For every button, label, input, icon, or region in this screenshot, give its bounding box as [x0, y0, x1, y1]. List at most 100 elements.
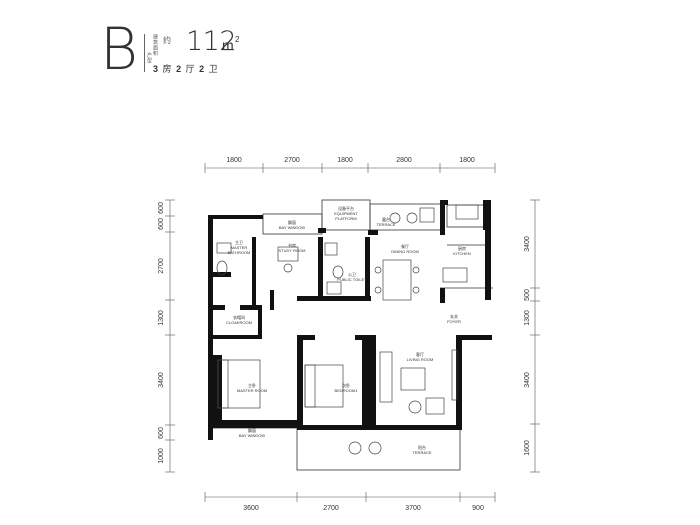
dim-left-4: 1300 — [158, 310, 165, 326]
dim-right-5: 1600 — [524, 440, 531, 456]
svg-text:TERRACE: TERRACE — [376, 222, 395, 227]
svg-text:设备平台: 设备平台 — [338, 205, 354, 211]
room-labels: 主卫 MASTER BATHROOM 书房 STUDY ROOM 飘窗 BAY … — [226, 205, 471, 455]
svg-text:厨房: 厨房 — [458, 245, 466, 251]
toilet-public — [332, 265, 344, 279]
bedroom-label: 房 — [162, 64, 173, 74]
desk — [277, 246, 299, 262]
svg-text:DINING ROOM: DINING ROOM — [391, 249, 419, 254]
area-unit-superscript: 2 — [235, 35, 240, 44]
living-label: 厅 — [185, 64, 196, 74]
label-bedroom: 次卧 BEDROOM1 — [335, 382, 359, 393]
dim-bottom-2: 2700 — [323, 505, 339, 512]
svg-text:餐厅: 餐厅 — [401, 243, 409, 249]
svg-text:EQUIPMENT: EQUIPMENT — [334, 211, 358, 216]
svg-text:飘窗: 飘窗 — [248, 427, 256, 433]
svg-text:公卫: 公卫 — [348, 272, 356, 277]
svg-text:CLOAKROOM: CLOAKROOM — [226, 320, 252, 325]
dim-left-7: 1000 — [158, 448, 165, 464]
bedroom-bed — [304, 364, 344, 408]
label-bay-window-top: 飘窗 BAY WINDOW — [279, 219, 306, 230]
svg-text:MASTER ROOM: MASTER ROOM — [237, 388, 267, 393]
toilet-master — [216, 260, 228, 276]
label-foyer: 玄关 FOYER — [447, 313, 461, 324]
sink — [216, 242, 232, 254]
dim-top-5: 1800 — [459, 157, 475, 164]
dim-top-3: 1800 — [337, 157, 353, 164]
unit-letter: B — [100, 15, 138, 83]
dim-left-3: 2700 — [158, 258, 165, 274]
svg-text:STUDY ROOM: STUDY ROOM — [278, 248, 305, 253]
label-terrace-top: 露台 TERRACE — [376, 216, 395, 227]
dimension-labels: 1800 2700 1800 2800 1800 3600 2700 3700 … — [226, 157, 484, 512]
dim-left-6: 600 — [158, 427, 165, 439]
label-equipment-platform: 设备平台 EQUIPMENT PLATFORM — [334, 205, 358, 221]
svg-text:LIVING ROOM: LIVING ROOM — [407, 357, 434, 362]
dim-top-2: 2700 — [284, 157, 300, 164]
label-master-bathroom: 主卫 MASTER BATHROOM — [228, 239, 251, 255]
svg-text:KITCHEN: KITCHEN — [453, 251, 471, 256]
dimension-labels-right: 3400 500 1300 3400 1600 — [524, 236, 531, 456]
svg-text:阳台: 阳台 — [418, 444, 426, 450]
svg-text:客厅: 客厅 — [416, 351, 424, 357]
area-value: 112 — [186, 26, 237, 57]
svg-text:主卧: 主卧 — [248, 382, 256, 388]
svg-text:书房: 书房 — [288, 242, 296, 248]
dim-right-1: 3400 — [524, 236, 531, 252]
header-divider — [144, 34, 145, 72]
svg-text:MASTER: MASTER — [231, 245, 248, 250]
dim-left-2: 600 — [158, 218, 165, 230]
dining-table — [382, 259, 412, 301]
svg-text:玄关: 玄关 — [450, 313, 458, 319]
svg-text:BAY WINDOW: BAY WINDOW — [239, 433, 266, 438]
bath-label: 卫 — [208, 64, 219, 74]
svg-text:BATHROOM: BATHROOM — [228, 250, 251, 255]
bath-count: 2 — [199, 64, 206, 74]
label-kitchen: 厨房 KITCHEN — [453, 245, 471, 256]
label-study-room: 书房 STUDY ROOM — [278, 242, 305, 253]
svg-text:BAY WINDOW: BAY WINDOW — [279, 225, 306, 230]
layout-summary: 3 房 2 厅 2 卫 — [153, 62, 219, 75]
area-unit: m — [222, 37, 234, 53]
dim-right-4: 3400 — [524, 372, 531, 388]
svg-text:FOYER: FOYER — [447, 319, 461, 324]
dim-bottom-3: 3700 — [405, 505, 421, 512]
walls — [208, 200, 492, 440]
svg-text:BEDROOM1: BEDROOM1 — [335, 388, 359, 393]
label-dining-room: 餐厅 DINING ROOM — [391, 243, 419, 254]
area-label: 建筑面积 — [152, 34, 158, 56]
svg-text:次卧: 次卧 — [342, 382, 350, 388]
dim-bottom-1: 3600 — [243, 505, 259, 512]
dim-left-1: 600 — [158, 202, 165, 214]
dimension-lines — [165, 163, 540, 502]
chair — [283, 263, 293, 273]
label-bay-window-bottom: 飘窗 BAY WINDOW — [239, 427, 266, 438]
svg-text:露台: 露台 — [382, 216, 390, 222]
unit-type-label: 户型 — [146, 52, 152, 63]
svg-text:PUBLIC TOILET: PUBLIC TOILET — [337, 277, 367, 282]
shower — [326, 281, 342, 295]
dimension-labels-left: 600 600 2700 1300 3400 600 1000 — [158, 202, 165, 464]
svg-text:主卫: 主卫 — [235, 239, 243, 245]
svg-text:TERRACE: TERRACE — [412, 450, 431, 455]
sofa — [379, 351, 393, 403]
svg-text:飘窗: 飘窗 — [288, 219, 296, 225]
dim-right-2: 500 — [524, 289, 531, 301]
dim-top-1: 1800 — [226, 157, 242, 164]
dim-left-5: 3400 — [158, 372, 165, 388]
dim-right-3: 1300 — [524, 310, 531, 326]
dim-bottom-4: 900 — [472, 505, 484, 512]
dim-top-4: 2800 — [396, 157, 412, 164]
label-cloakroom: 衣帽间 CLOAKROOM — [226, 314, 252, 325]
bedroom-count: 3 — [153, 64, 160, 74]
label-public-toilet: 公卫 PUBLIC TOILET — [337, 272, 367, 282]
furniture — [216, 204, 479, 455]
coffee-table — [400, 367, 426, 391]
label-terrace-bottom: 阳台 TERRACE — [412, 444, 431, 455]
svg-text:衣帽间: 衣帽间 — [233, 314, 245, 320]
svg-text:PLATFORM: PLATFORM — [335, 216, 356, 221]
living-count: 2 — [176, 64, 183, 74]
label-master-room: 主卧 MASTER ROOM — [237, 382, 267, 393]
approx-label: 约 — [163, 36, 171, 45]
